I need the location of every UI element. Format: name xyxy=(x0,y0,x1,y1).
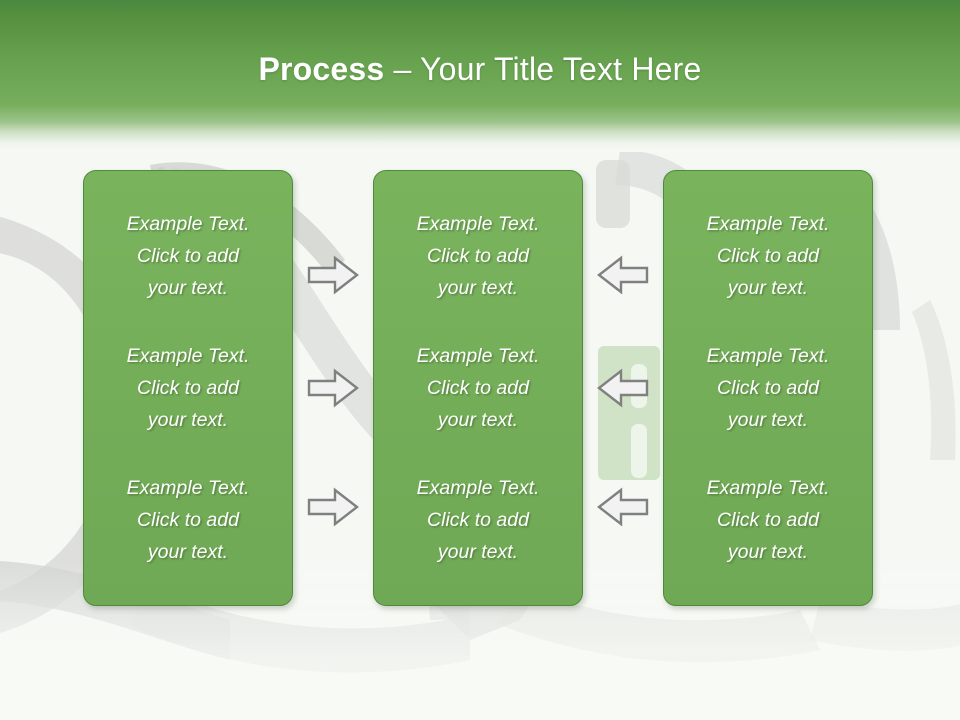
text-spacer xyxy=(92,304,284,340)
page-title: Process – Your Title Text Here xyxy=(0,49,960,89)
process-text-3-2[interactable]: Example Text. Click to add your text. xyxy=(706,345,830,431)
process-text-1-1[interactable]: Example Text. Click to add your text. xyxy=(126,213,250,299)
process-text-1-3[interactable]: Example Text. Click to add your text. xyxy=(126,477,250,563)
arrow-right-icon-2[interactable] xyxy=(307,368,359,408)
process-column-2[interactable]: Example Text. Click to add your text. Ex… xyxy=(373,170,583,606)
arrow-left-icon-3[interactable] xyxy=(597,487,649,527)
process-text-3-3[interactable]: Example Text. Click to add your text. xyxy=(706,477,830,563)
process-text-3-1[interactable]: Example Text. Click to add your text. xyxy=(706,213,830,299)
text-spacer xyxy=(382,304,574,340)
arrow-right-icon-3[interactable] xyxy=(307,487,359,527)
process-text-2-3[interactable]: Example Text. Click to add your text. xyxy=(416,477,540,563)
process-text-2-1[interactable]: Example Text. Click to add your text. xyxy=(416,213,540,299)
arrow-left-icon-1[interactable] xyxy=(597,255,649,295)
page-title-bold: Process xyxy=(258,51,385,87)
arrow-right-icon-1[interactable] xyxy=(307,255,359,295)
page-title-rest: Your Title Text Here xyxy=(420,51,702,87)
text-spacer xyxy=(92,436,284,472)
process-column-1[interactable]: Example Text. Click to add your text. Ex… xyxy=(83,170,293,606)
process-text-1-2[interactable]: Example Text. Click to add your text. xyxy=(126,345,250,431)
page-title-separator: – xyxy=(384,51,421,87)
text-spacer xyxy=(382,436,574,472)
arrow-left-icon-2[interactable] xyxy=(597,368,649,408)
process-column-3[interactable]: Example Text. Click to add your text. Ex… xyxy=(663,170,873,606)
text-spacer xyxy=(672,436,864,472)
process-text-2-2[interactable]: Example Text. Click to add your text. xyxy=(416,345,540,431)
text-spacer xyxy=(672,304,864,340)
header-band xyxy=(0,0,960,152)
